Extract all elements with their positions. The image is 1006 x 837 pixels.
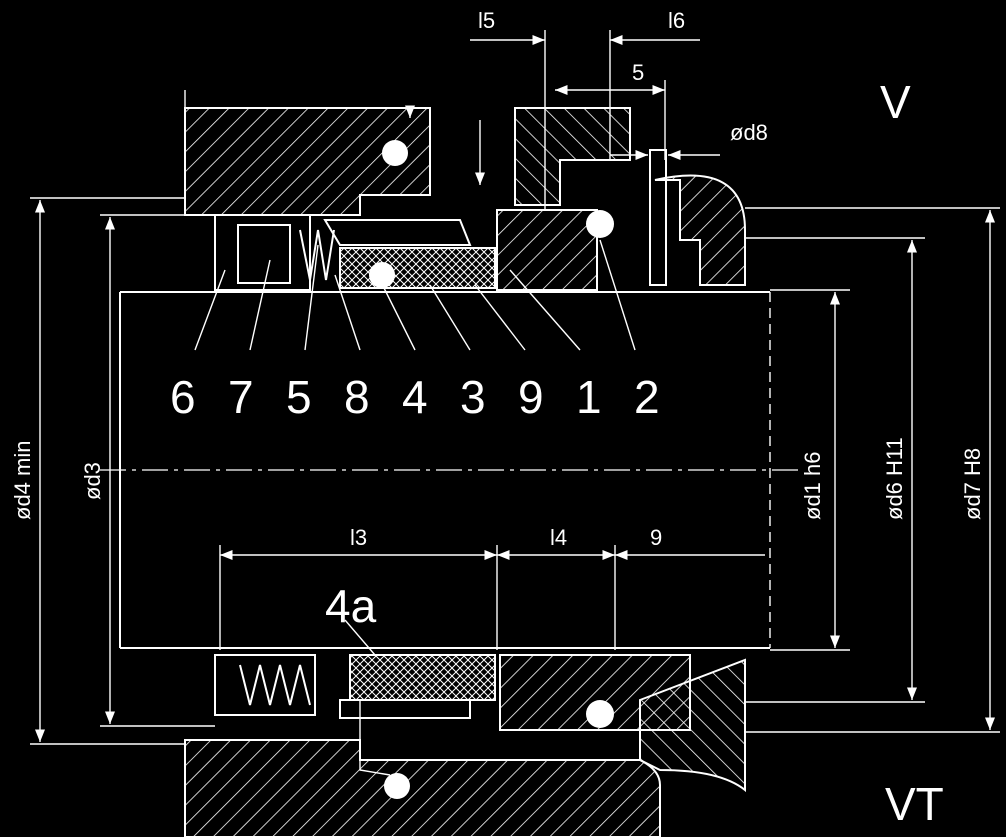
dim-label-9: 9 <box>650 525 662 550</box>
position-number-1: 1 <box>576 371 602 423</box>
part-label-4a: 4a <box>325 580 377 632</box>
position-number-3: 3 <box>460 371 486 423</box>
seal-bottom <box>214 654 691 799</box>
position-number-7: 7 <box>228 371 254 423</box>
seal-top <box>214 140 667 291</box>
dim-label-d4: ød4 min <box>10 441 35 520</box>
dim-label-l4: l4 <box>550 525 567 550</box>
position-number-8: 8 <box>344 371 370 423</box>
dim-label-d8: ød8 <box>730 120 768 145</box>
position-number-6: 6 <box>170 371 196 423</box>
housing-top <box>184 90 746 286</box>
dim-label-d3: ød3 <box>80 462 105 500</box>
dim-label-d7: ød7 H8 <box>960 448 985 520</box>
housing-bottom <box>184 658 746 837</box>
position-number-9: 9 <box>518 371 544 423</box>
dim-label-l5: l5 <box>478 8 495 33</box>
dim-label-5: 5 <box>632 60 644 85</box>
position-number-4: 4 <box>402 371 428 423</box>
variant-label-v: V <box>880 76 911 128</box>
position-number-2: 2 <box>634 371 660 423</box>
dimension-lines <box>30 30 1000 776</box>
leader-lines <box>194 239 636 351</box>
position-number-5: 5 <box>286 371 312 423</box>
dim-label-d1: ød1 h6 <box>800 452 825 521</box>
variant-label-vt: VT <box>885 778 944 830</box>
position-numbers: 6 7 5 8 4 3 9 1 2 <box>170 371 660 423</box>
dim-label-d6: ød6 H11 <box>882 437 907 520</box>
dim-label-l3: l3 <box>350 525 367 550</box>
dim-label-l6: l6 <box>668 8 685 33</box>
shaft <box>100 291 800 649</box>
